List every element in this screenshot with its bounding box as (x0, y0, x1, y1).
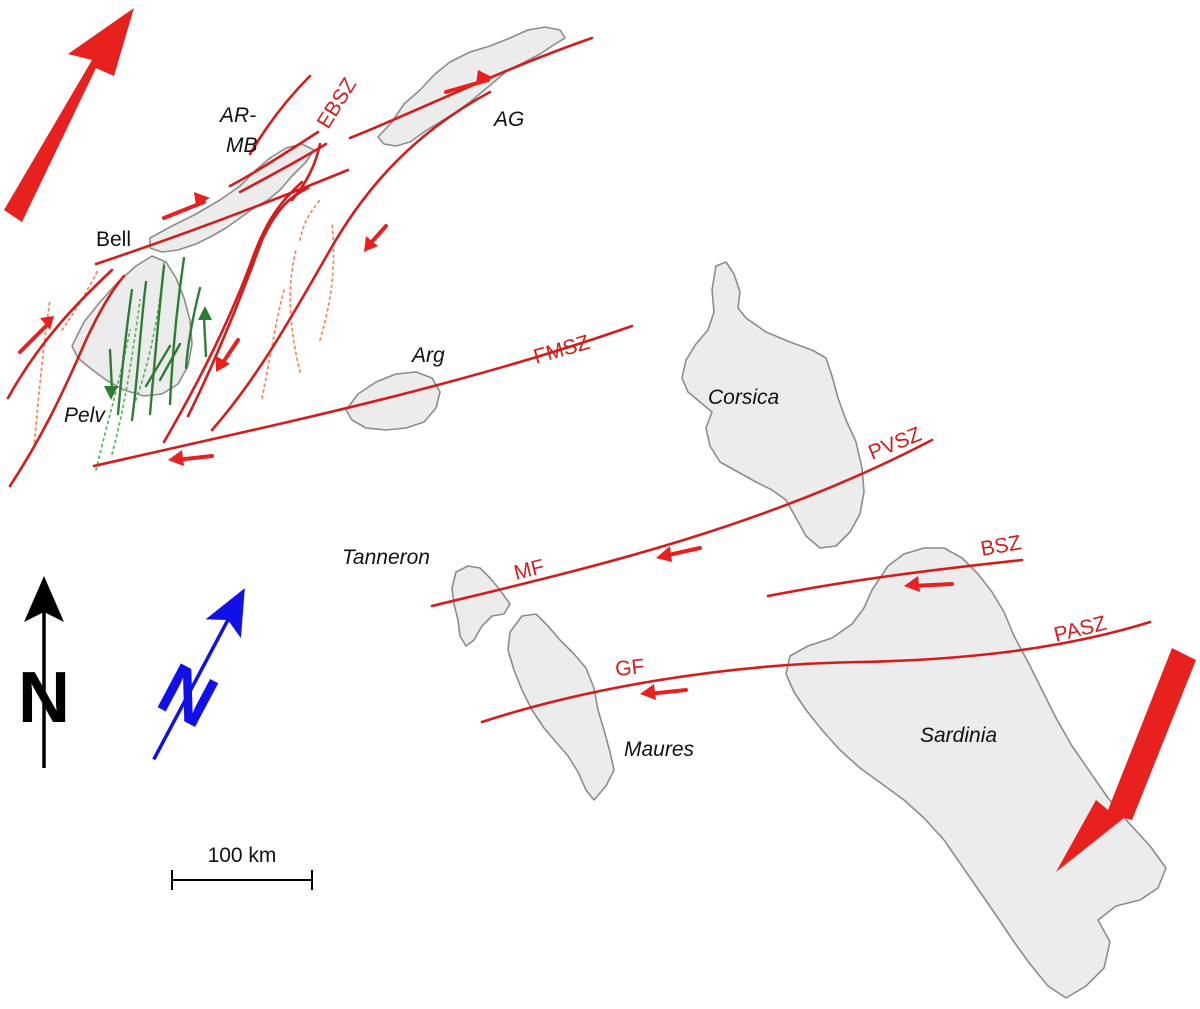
green-structures (95, 256, 212, 471)
label-mb: MB (226, 134, 258, 157)
land-corsica (681, 261, 865, 549)
green-dotted-line (95, 329, 131, 471)
green-line (144, 344, 172, 388)
fault-ebsz (248, 74, 312, 156)
label-maures: Maures (624, 738, 695, 761)
green-dotted-line (135, 261, 165, 401)
label-sardinia: Sardinia (920, 724, 997, 747)
sense-arrowhead (194, 192, 210, 206)
green-line (184, 286, 202, 370)
dotted-fault (299, 199, 321, 241)
dotted-fault (289, 249, 301, 373)
fault-east (210, 90, 492, 432)
sense-arrowhead (640, 684, 656, 700)
sense-arrowhead (656, 546, 672, 562)
label-bell: Bell (96, 228, 131, 251)
regional-arrow-nne-icon (4, 8, 134, 222)
dotted-fault (319, 223, 335, 341)
dotted-fault (33, 299, 51, 449)
label-bsz: BSZ (979, 531, 1023, 561)
label-pelv: Pelv (64, 404, 106, 427)
fault-fmsz (92, 324, 634, 468)
green-sense-arrow (202, 316, 208, 358)
land-sardinia (785, 547, 1167, 999)
sense-arrowhead (168, 450, 184, 466)
fault-central (162, 180, 304, 444)
land-maures (507, 613, 615, 801)
label-corsica: Corsica (708, 386, 779, 409)
label-arg: Arg (410, 344, 445, 367)
green-arrowhead (198, 306, 212, 320)
scale-bar-label: 100 km (208, 844, 277, 867)
sense-arrowhead (40, 316, 54, 330)
place-labels: AR- MB AG Bell Arg Pelv Corsica Tanneron… (64, 104, 997, 761)
label-gf: GF (614, 655, 645, 681)
magnetic-north-arrow: N (146, 588, 245, 761)
fault-ebsz (228, 130, 320, 188)
sense-arrow (220, 338, 240, 366)
green-line (130, 280, 148, 422)
fault-west (6, 268, 114, 400)
fault-bell (94, 168, 350, 266)
fault-ag (348, 36, 594, 140)
land-pelv (71, 255, 193, 397)
north-arrow-icon (24, 576, 64, 622)
label-fmsz: FMSZ (531, 331, 592, 369)
fault-gf-pasz (480, 620, 1152, 724)
fault-bsz (766, 558, 1024, 598)
green-line (158, 342, 182, 382)
green-line (116, 288, 134, 416)
green-dotted-line (111, 299, 141, 455)
green-line (148, 264, 166, 416)
land-tanneron (451, 565, 511, 647)
dotted-faults (33, 199, 335, 449)
label-ar: AR- (218, 104, 256, 127)
sense-arrow (368, 224, 388, 246)
sense-arrowhead (364, 236, 378, 252)
label-ag: AG (492, 108, 524, 131)
green-sense-arrow (108, 348, 114, 392)
green-arrowhead (104, 386, 118, 400)
fault-central-2 (186, 186, 310, 418)
north-arrow-letter: N (18, 658, 70, 738)
land-armb-bell (149, 143, 315, 253)
dotted-fault (261, 289, 285, 399)
regional-arrows (4, 8, 1196, 872)
magnetic-north-shaft (152, 619, 230, 761)
fault-mf-pvsz (430, 438, 934, 608)
sense-arrowhead (476, 70, 494, 84)
green-line (168, 256, 186, 406)
label-pasz: PASZ (1052, 612, 1109, 647)
label-tanneron: Tanneron (342, 546, 430, 569)
sense-arrowhead (216, 356, 230, 372)
magnetic-north-letter: N (146, 648, 229, 743)
scale-bar: 100 km (171, 844, 313, 890)
north-arrow: N (18, 576, 70, 768)
fault-west-long (8, 274, 126, 488)
rotated-north-arrow-icon (205, 588, 245, 639)
shear-sense-arrows (18, 70, 954, 700)
regional-arrow-ssw-icon (1056, 648, 1196, 872)
land-arg (345, 371, 441, 431)
label-ebsz: EBSZ (313, 74, 362, 133)
fault-lines (6, 36, 1152, 724)
sense-arrowhead (904, 576, 920, 592)
sense-arrow (18, 320, 52, 354)
